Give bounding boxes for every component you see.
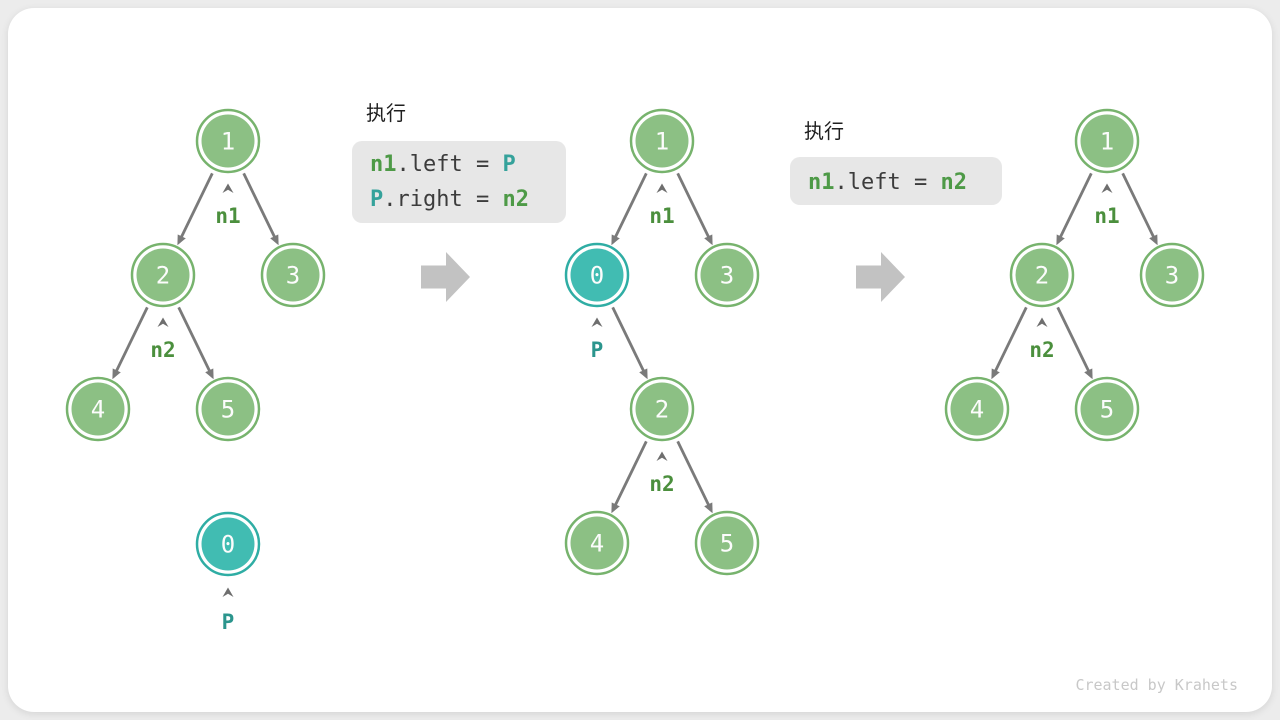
node-value: 4 [91, 396, 105, 424]
node-value: 1 [1100, 128, 1114, 156]
pointer-label-n1: n1 [649, 204, 674, 228]
code-block-step1: 执行 n1.left = P P.right = n2 [352, 101, 566, 223]
node-value: 0 [221, 531, 235, 559]
transition-arrow-icon [421, 252, 470, 302]
tree-node-p: 0 [195, 511, 261, 577]
edge-1-3 [1121, 172, 1158, 246]
edge-0-2 [611, 306, 648, 380]
caret-up-icon [1036, 317, 1048, 327]
tree-node: 3 [260, 242, 326, 308]
tree-node: 3 [1139, 242, 1205, 308]
caret-up-icon [1101, 183, 1113, 193]
tree-node: 2 [629, 376, 695, 442]
tree-node: 3 [694, 242, 760, 308]
watermark: Created by Krahets [1075, 676, 1238, 694]
caret-up-icon [656, 451, 668, 461]
tree-node: 4 [564, 510, 630, 576]
tree-node-p: 0 [564, 242, 630, 308]
tree-node: 5 [1074, 376, 1140, 442]
code-line: P.right = n2 [370, 187, 529, 212]
tree-node: 1 [629, 108, 695, 174]
node-value: 5 [720, 530, 734, 558]
node-value: 3 [1165, 262, 1179, 290]
caret-up-icon [591, 317, 603, 327]
step-title: 执行 [366, 101, 406, 125]
node-value: 5 [221, 396, 235, 424]
tree-node: 4 [944, 376, 1010, 442]
tree-before: 1 2 3 4 5 0 n1 n2 [65, 108, 326, 634]
tree-after: 1 2 3 4 5 n1 n2 [944, 108, 1205, 442]
pointer-label-n1: n1 [215, 204, 240, 228]
code-box [352, 141, 566, 223]
edge-1-0 [611, 172, 648, 246]
node-value: 1 [221, 128, 235, 156]
edge-1-2 [1056, 172, 1093, 246]
tree-node: 5 [195, 376, 261, 442]
tree-during: 1 0 3 2 4 5 n1 P [564, 108, 760, 576]
edge-2-5 [177, 306, 214, 380]
tree-node: 4 [65, 376, 131, 442]
node-value: 0 [590, 262, 604, 290]
tree-node: 1 [195, 108, 261, 174]
code-box [790, 157, 1002, 205]
node-value: 3 [286, 262, 300, 290]
pointer-label-n2: n2 [150, 338, 175, 362]
caret-up-icon [222, 587, 234, 597]
node-value: 1 [655, 128, 669, 156]
node-value: 2 [156, 262, 170, 290]
pointer-label-n2: n2 [649, 472, 674, 496]
pointer-label-n1: n1 [1094, 204, 1119, 228]
transition-arrow-icon [856, 252, 905, 302]
edge-2-4 [991, 306, 1028, 380]
code-block-step2: 执行 n1.left = n2 [790, 119, 1002, 205]
code-line: n1.left = n2 [808, 170, 967, 195]
pointer-label-n2: n2 [1029, 338, 1054, 362]
node-value: 3 [720, 262, 734, 290]
caret-up-icon [656, 183, 668, 193]
edge-2-4 [611, 440, 648, 514]
node-value: 2 [1035, 262, 1049, 290]
code-line: n1.left = P [370, 152, 516, 177]
edge-1-3 [676, 172, 713, 246]
step-title: 执行 [804, 119, 844, 143]
tree-node: 5 [694, 510, 760, 576]
caret-up-icon [157, 317, 169, 327]
edge-2-4 [112, 306, 149, 380]
tree-node: 2 [130, 242, 196, 308]
pointer-label-p: P [222, 610, 235, 634]
edge-2-5 [676, 440, 713, 514]
tree-node: 1 [1074, 108, 1140, 174]
caret-up-icon [222, 183, 234, 193]
node-value: 2 [655, 396, 669, 424]
node-value: 5 [1100, 396, 1114, 424]
node-value: 4 [590, 530, 604, 558]
node-value: 4 [970, 396, 984, 424]
pointer-label-p: P [591, 338, 604, 362]
edge-1-2 [177, 172, 214, 246]
edge-1-3 [242, 172, 279, 246]
edge-2-5 [1056, 306, 1093, 380]
tree-node: 2 [1009, 242, 1075, 308]
